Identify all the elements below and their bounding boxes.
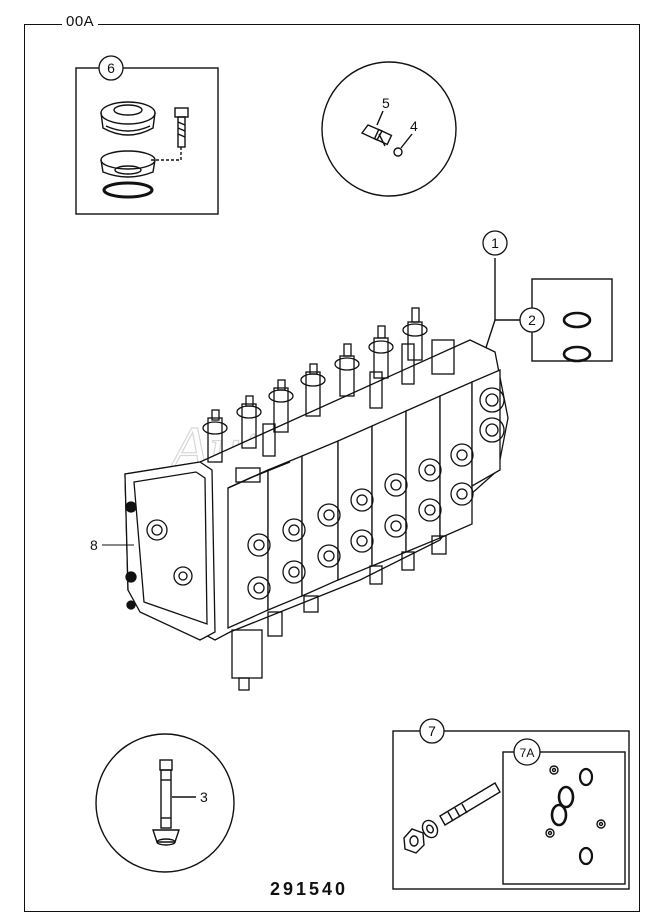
detail-7-tie-rod-kit — [392, 730, 630, 890]
valve-sections — [227, 369, 505, 630]
callout-4-label: 4 — [410, 118, 418, 134]
callout-2-label: 2 — [528, 312, 536, 328]
callout-6: 6 — [98, 55, 124, 81]
callout-2: 2 — [519, 307, 545, 333]
callout-7a: 7A — [513, 738, 541, 766]
callout-1-label: 1 — [491, 235, 499, 251]
callout-7a-label: 7A — [520, 746, 535, 760]
detail-plug-ball — [321, 61, 457, 197]
callout-4: 4 — [410, 118, 418, 134]
callout-1: 1 — [482, 230, 508, 256]
main-valve-block — [124, 307, 509, 691]
detail-3-spool — [95, 733, 235, 873]
drawing-frame — [24, 24, 640, 912]
callout-7-label: 7 — [428, 723, 436, 739]
drawing-number: 291540 — [270, 879, 349, 899]
callout-8: 8 — [90, 537, 98, 553]
relief-valves — [235, 339, 455, 483]
callout-6-label: 6 — [107, 60, 115, 76]
spool-ends — [202, 307, 428, 463]
callout-3: 3 — [200, 789, 208, 805]
bottom-caps — [267, 535, 447, 637]
detail-6-seal-kit — [75, 67, 219, 215]
callout-8-label: 8 — [90, 537, 98, 553]
callout-5-label: 5 — [382, 95, 390, 111]
callout-5: 5 — [382, 95, 390, 111]
detail-2-o-rings — [477, 258, 613, 373]
callout-7: 7 — [419, 718, 445, 744]
callout-3-label: 3 — [200, 789, 208, 805]
sheet-code: 00A — [62, 13, 99, 30]
